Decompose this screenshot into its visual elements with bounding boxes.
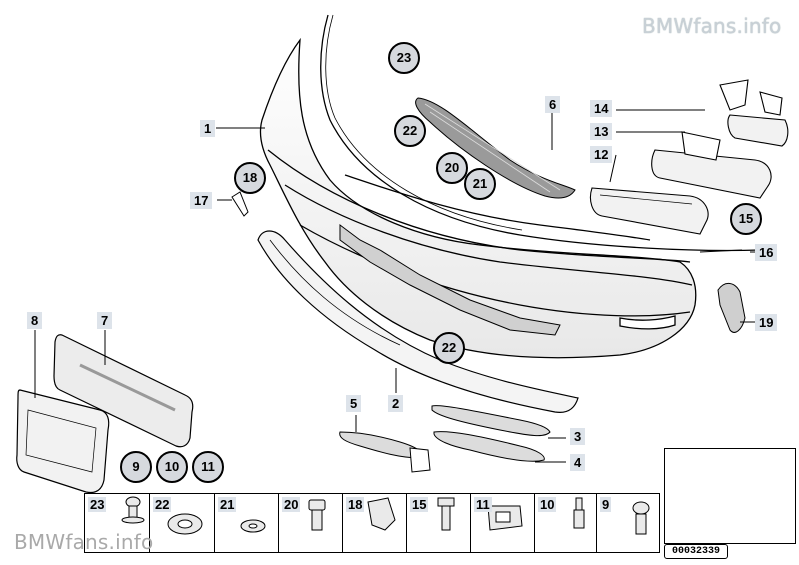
strip-cell-23: 23 <box>85 494 150 552</box>
callout-14: 14 <box>590 100 613 117</box>
callout-7: 7 <box>97 312 113 329</box>
callout-4: 4 <box>570 454 586 471</box>
fastener-10 <box>573 497 585 529</box>
bumper-shell <box>259 37 697 359</box>
strip-label-18: 18 <box>346 497 365 512</box>
lower-spoiler <box>257 230 579 413</box>
strip-label-21: 21 <box>218 497 237 512</box>
strip-label-11: 11 <box>474 497 492 512</box>
strip-label-20: 20 <box>282 497 301 512</box>
lower-trims <box>339 405 551 473</box>
strip-cell-18: 18 <box>343 494 407 552</box>
callout-20-circle: 20 <box>436 152 468 184</box>
strip-cell-21: 21 <box>215 494 279 552</box>
callout-19: 19 <box>755 314 778 331</box>
callout-13: 13 <box>590 123 613 140</box>
license-plate-bracket <box>53 334 194 448</box>
strip-cell-10: 10 <box>535 494 597 552</box>
strip-cell-11: 11 <box>471 494 535 552</box>
callout-10-circle: 10 <box>156 451 188 483</box>
callout-18-circle: 18 <box>234 162 266 194</box>
callout-12: 12 <box>590 146 613 163</box>
callout-11-circle: 11 <box>192 451 224 483</box>
tow-eye-cover <box>717 283 746 333</box>
fastener-22 <box>167 513 203 535</box>
watermark-bottom: BMWfans.info <box>14 530 154 554</box>
callout-9-circle: 9 <box>120 451 152 483</box>
callout-2: 2 <box>388 395 404 412</box>
callout-16: 16 <box>755 244 778 261</box>
fastener-strip: 23 22 21 20 18 15 11 10 9 <box>84 493 660 553</box>
fastener-23 <box>121 496 145 524</box>
leader-lines <box>34 109 755 463</box>
clip-17 <box>231 191 249 217</box>
impact-bracket <box>339 224 561 336</box>
fastener-11 <box>487 505 523 531</box>
license-plate-base <box>16 389 110 494</box>
callout-6: 6 <box>545 96 561 113</box>
callout-5: 5 <box>346 395 362 412</box>
center-grille <box>415 97 576 199</box>
fastener-15 <box>437 497 455 531</box>
callout-21-circle: 21 <box>464 168 496 200</box>
strip-label-22: 22 <box>153 497 172 512</box>
callout-23-circle: 23 <box>388 42 420 74</box>
strip-label-9: 9 <box>600 497 612 512</box>
fastener-20 <box>308 499 326 531</box>
strip-label-15: 15 <box>410 497 429 512</box>
strip-cell-20: 20 <box>279 494 343 552</box>
diagram-code: 00032339 <box>664 544 728 559</box>
fastener-21 <box>240 519 266 533</box>
strip-cell-9: 9 <box>597 494 659 552</box>
callout-1: 1 <box>200 120 216 137</box>
fog-trims <box>589 79 789 235</box>
strip-cell-22: 22 <box>150 494 215 552</box>
strip-cell-15: 15 <box>407 494 471 552</box>
fastener-9 <box>632 501 650 535</box>
fastener-icons <box>121 496 650 535</box>
callout-15-circle: 15 <box>730 203 762 235</box>
callout-17: 17 <box>190 192 213 209</box>
callout-22-circle-bottom: 22 <box>433 332 465 364</box>
fastener-18 <box>367 497 396 531</box>
callout-3: 3 <box>570 428 586 445</box>
strip-label-10: 10 <box>538 497 557 512</box>
thumbnail-frame <box>664 448 796 544</box>
seal-strip <box>320 14 761 252</box>
callout-8: 8 <box>27 312 43 329</box>
watermark-top: BMWfans.info <box>642 14 782 38</box>
strip-label-23: 23 <box>88 497 107 512</box>
callout-22-circle-top: 22 <box>394 115 426 147</box>
